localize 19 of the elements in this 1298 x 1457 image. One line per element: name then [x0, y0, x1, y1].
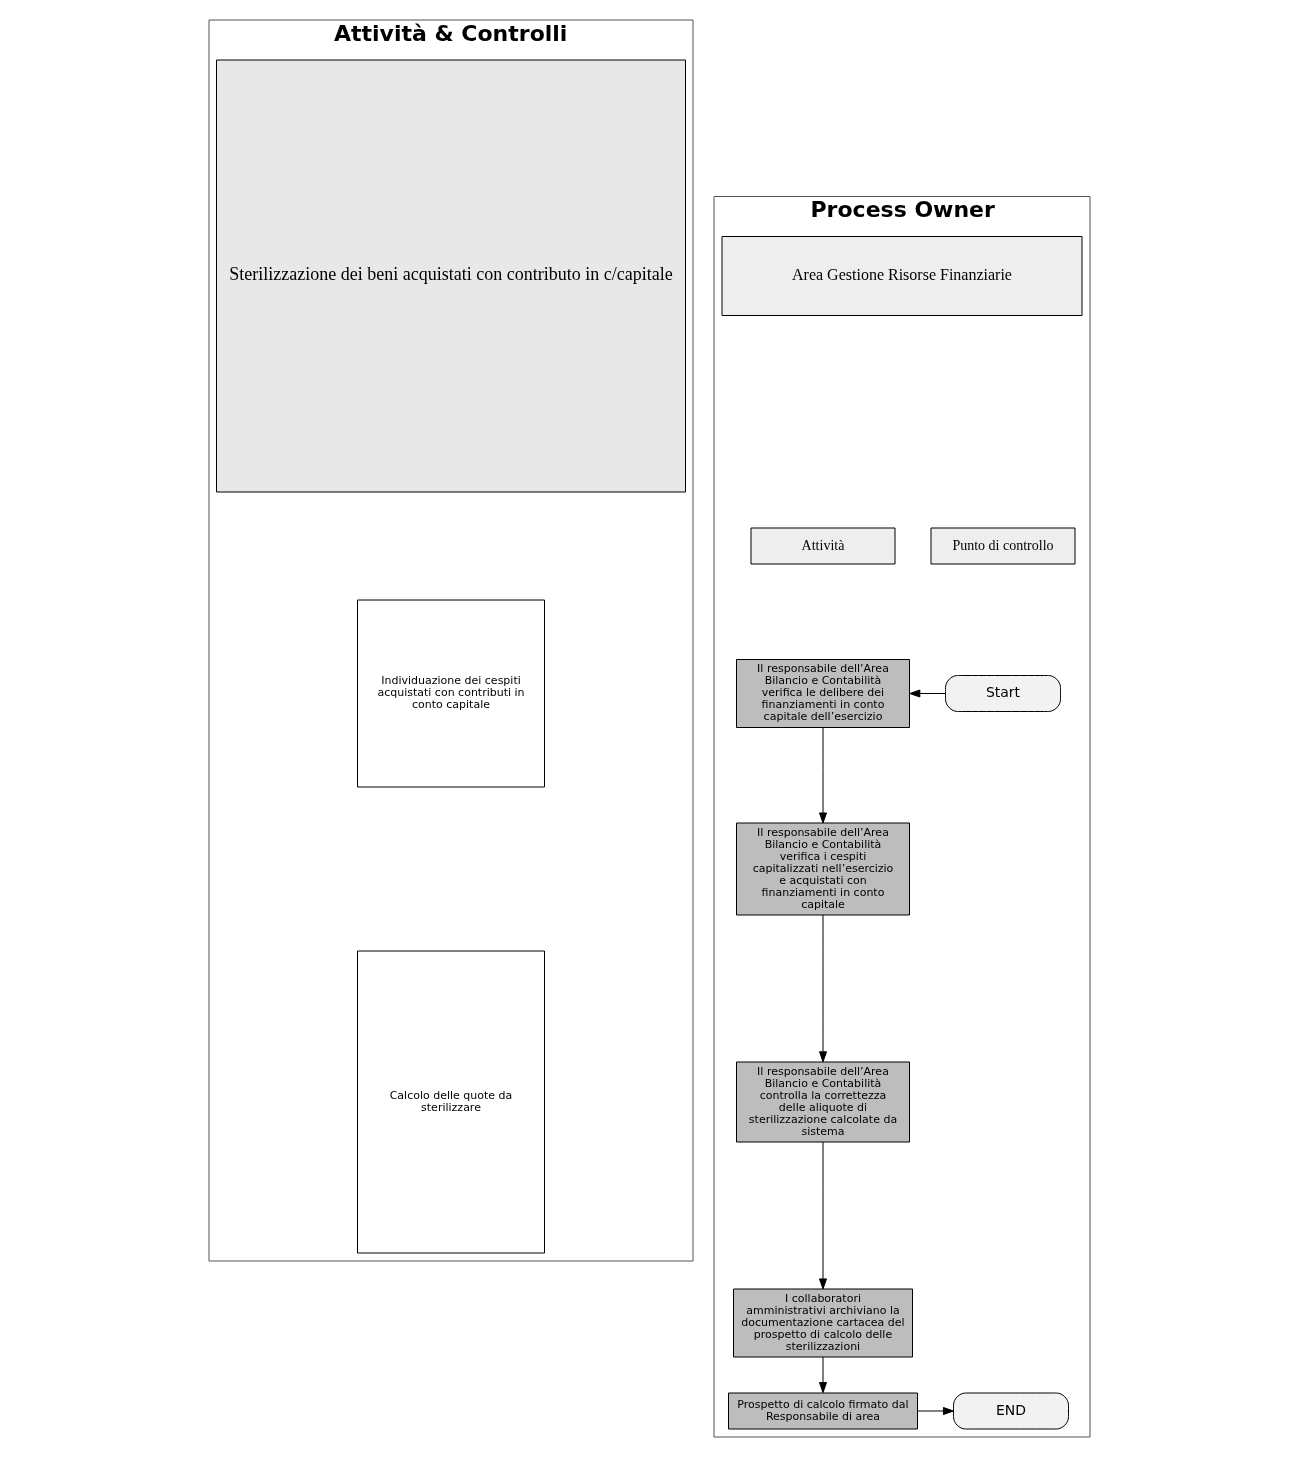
- node-box: Calcolo delle quote da sterilizzare: [356, 950, 545, 1254]
- node-box: Individuazione dei cespiti acquistati con contributi in conto capitale: [356, 599, 545, 788]
- arrow: [908, 689, 946, 698]
- arrow: [818, 727, 827, 824]
- arrow: [916, 1407, 954, 1415]
- node-box: I collaboratori amministrativi archiviano la documentazione cartacea del prospetto di calcolo delle sterilizzazioni: [732, 1288, 913, 1358]
- arrow: [818, 1356, 827, 1394]
- node-box: Attività: [750, 527, 895, 565]
- node-box: END: [952, 1392, 1069, 1430]
- arrow: [818, 1141, 827, 1290]
- node-box: Punto di controllo: [930, 527, 1075, 565]
- node-box: Il responsabile dell’Area Bilancio e Contabilità verifica i cespiti capitalizzati nell’esercizio e acquistati con finanziamenti in conto capitale: [735, 822, 910, 916]
- node-box: Il responsabile dell’Area Bilancio e Contabilità verifica le delibere dei finanziamenti in conto capitale dell’esercizio: [735, 659, 910, 728]
- node-box: Sterilizzazione dei beni acquistati con contributo in c/capitale: [215, 59, 686, 493]
- node-box: Prospetto di calcolo firmato dal Responsabile di area: [727, 1392, 918, 1430]
- node-box: Il responsabile dell’Area Bilancio e Contabilità controlla la correttezza delle aliquote di sterilizzazione calcolate da sistema: [735, 1061, 910, 1143]
- node-box: Area Gestione Risorse Finanziarie: [721, 236, 1082, 316]
- arrow: [818, 914, 827, 1063]
- node-box: Start: [944, 675, 1061, 712]
